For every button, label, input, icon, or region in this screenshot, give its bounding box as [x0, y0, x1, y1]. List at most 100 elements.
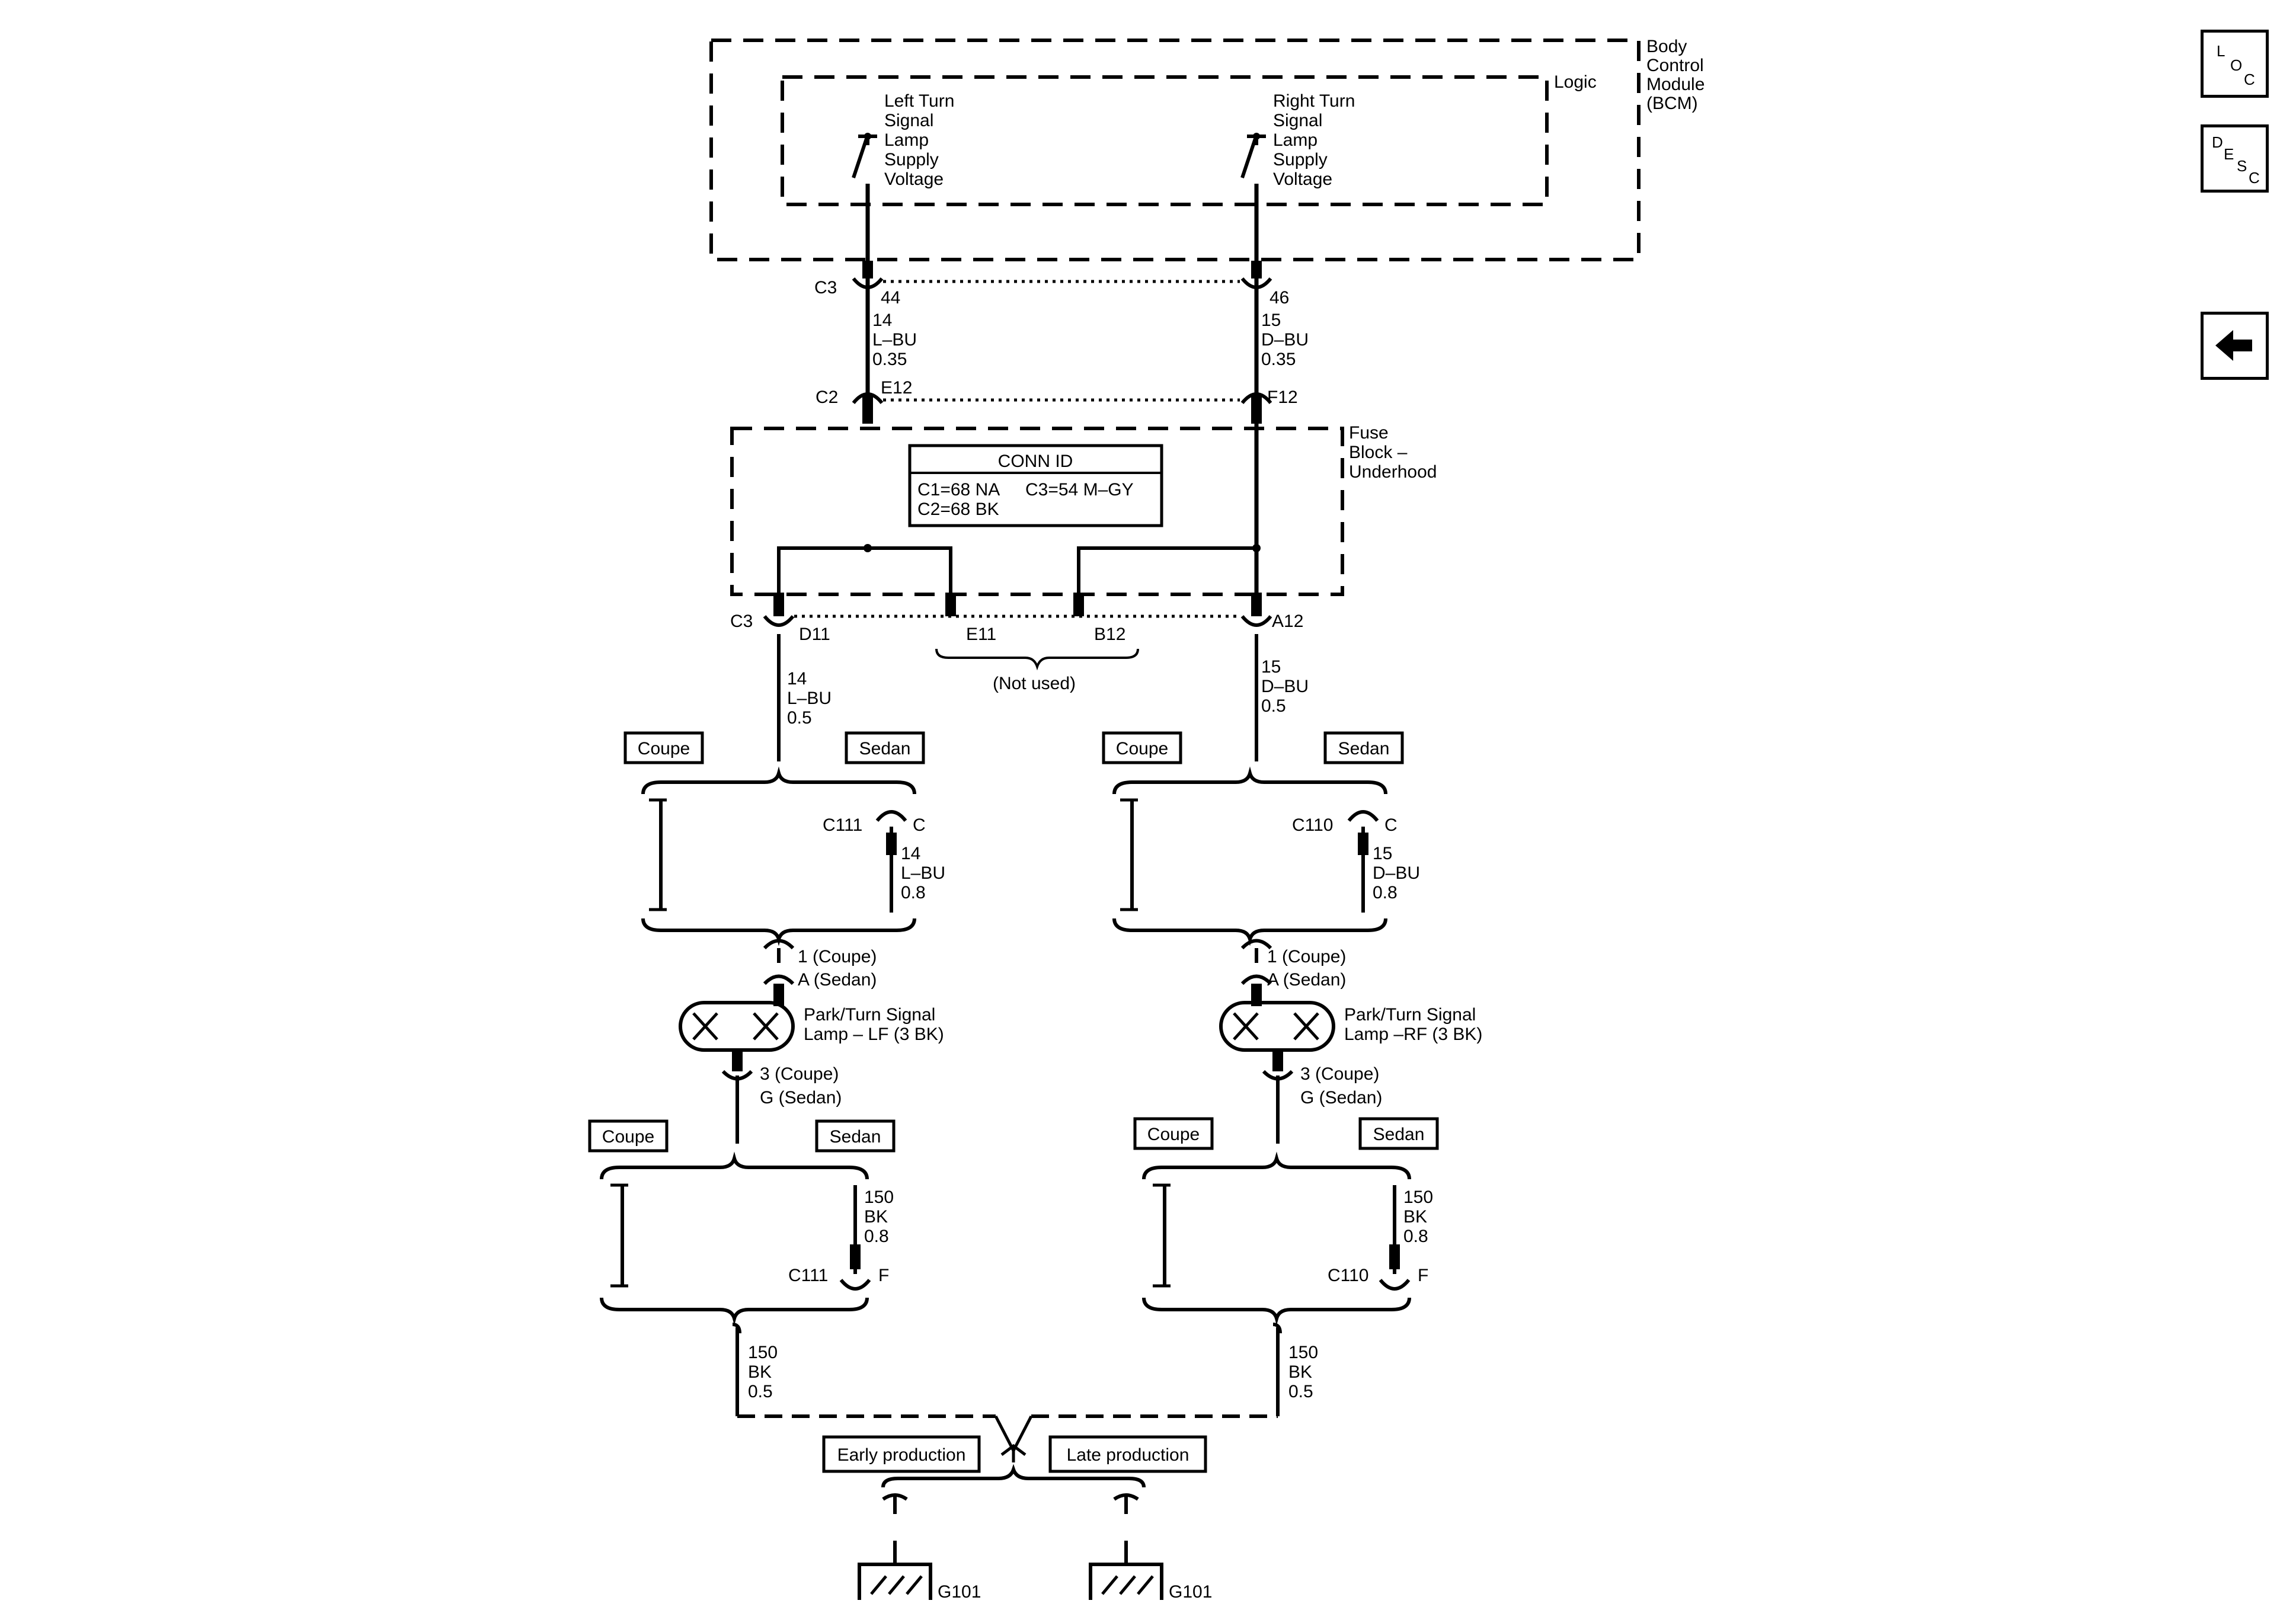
- left-switch-label-2: Signal: [884, 111, 933, 130]
- rf-ground-size: 0.8: [1403, 1227, 1428, 1246]
- rf-lamp-pin-top-1: 1 (Coupe): [1267, 947, 1346, 966]
- variant-sedan-rf-lower: Sedan: [1373, 1125, 1425, 1144]
- c2-label: C2: [816, 388, 838, 407]
- wire-left-mid-size: 0.5: [787, 708, 812, 728]
- rf-connector-bottom: C110: [1328, 1266, 1369, 1285]
- lf-lamp-pin-top-2: A (Sedan): [798, 970, 877, 990]
- ground-g101-right-icon: [1089, 1563, 1163, 1600]
- fuse-block-boundary: [730, 427, 1344, 596]
- lamp-rf-icon: [1219, 1001, 1335, 1052]
- desc-letter-e: E: [2224, 145, 2234, 163]
- conn-id-c2: C2=68 BK: [917, 500, 999, 519]
- lf-wire-size: 0.8: [901, 883, 926, 902]
- pin-d11: D11: [799, 625, 830, 644]
- wire-left-upper-color: L–BU: [872, 330, 917, 350]
- variant-coupe-rf-upper: Coupe: [1116, 739, 1168, 758]
- variant-sedan-lf-upper: Sedan: [859, 739, 911, 758]
- lf-connector-top: C111: [823, 815, 862, 835]
- lf-pin-c: C: [913, 815, 926, 835]
- ground-g101-left-icon: [858, 1563, 932, 1600]
- pin-46: 46: [1269, 288, 1289, 308]
- right-switch-icon: [1240, 135, 1266, 178]
- right-switch-label-3: Lamp: [1273, 130, 1318, 150]
- lf-ground-size: 0.8: [864, 1227, 889, 1246]
- lf-ground-gauge: 150: [864, 1188, 894, 1207]
- variant-coupe-rf-lower: Coupe: [1147, 1125, 1200, 1144]
- lf-connector-bottom: C111: [788, 1266, 828, 1285]
- lf-wire-color: L–BU: [901, 863, 945, 883]
- left-switch-label-1: Left Turn: [884, 91, 954, 111]
- rf-wire-gauge: 15: [1373, 844, 1392, 863]
- wire-right-upper-color: D–BU: [1261, 330, 1309, 350]
- not-used-brace: [935, 648, 1139, 671]
- wire-right-mid-gauge: 15: [1261, 657, 1281, 677]
- lf-pin-f: F: [878, 1266, 889, 1285]
- rf-lamp-label-2: Lamp –RF (3 BK): [1344, 1025, 1482, 1044]
- lf-lower-gauge: 150: [748, 1343, 778, 1362]
- lf-lower-color: BK: [748, 1362, 772, 1382]
- rf-ground-color: BK: [1403, 1207, 1427, 1227]
- ground-right-label: G101: [1169, 1582, 1212, 1602]
- right-switch-label-5: Voltage: [1273, 169, 1332, 189]
- desc-button[interactable]: D E S C: [2201, 124, 2269, 193]
- pin-e12: E12: [881, 378, 912, 398]
- bcm-title-3: Module: [1646, 75, 1705, 94]
- desc-letter-d: D: [2212, 133, 2223, 151]
- wire-left-mid-color: L–BU: [787, 689, 832, 708]
- right-switch-label-2: Signal: [1273, 111, 1322, 130]
- lf-wire-gauge: 14: [901, 844, 920, 863]
- bcm-title-2: Control: [1646, 56, 1704, 75]
- pin-e11: E11: [966, 625, 996, 644]
- late-production-label: Late production: [1067, 1445, 1189, 1465]
- rf-lower-gauge: 150: [1288, 1343, 1318, 1362]
- conn-id-c3: C3=54 M–GY: [1025, 480, 1134, 500]
- rf-pin-f: F: [1418, 1266, 1428, 1285]
- lf-lamp-label-1: Park/Turn Signal: [804, 1005, 935, 1025]
- logic-label: Logic: [1554, 72, 1597, 92]
- lf-lower-size: 0.5: [748, 1382, 773, 1401]
- left-arrow-icon: [2215, 330, 2252, 361]
- right-switch-label-1: Right Turn: [1273, 91, 1355, 111]
- right-switch-label-4: Supply: [1273, 150, 1328, 169]
- desc-letter-s: S: [2237, 157, 2247, 175]
- wire-left-upper-gauge: 14: [872, 311, 892, 330]
- left-switch-icon: [852, 135, 877, 178]
- pin-44: 44: [881, 288, 900, 308]
- wire-left-upper-size: 0.35: [872, 350, 907, 369]
- wire-right-mid-color: D–BU: [1261, 677, 1309, 696]
- lf-ground-color: BK: [864, 1207, 888, 1227]
- variant-coupe-lf-upper: Coupe: [638, 739, 690, 758]
- wire-left-mid-gauge: 14: [787, 669, 807, 689]
- rf-lamp-pin-bottom-1: 3 (Coupe): [1300, 1064, 1379, 1084]
- bcm-title-4: (BCM): [1646, 94, 1698, 113]
- variant-sedan-rf-upper: Sedan: [1338, 739, 1390, 758]
- left-switch-label-5: Voltage: [884, 169, 944, 189]
- bcm-boundary: [709, 39, 1641, 261]
- rf-lamp-label-1: Park/Turn Signal: [1344, 1005, 1476, 1025]
- variant-sedan-lf-lower: Sedan: [830, 1127, 881, 1147]
- rf-ground-gauge: 150: [1403, 1188, 1433, 1207]
- rf-lower-color: BK: [1288, 1362, 1312, 1382]
- c3-upper-label: C3: [814, 278, 837, 297]
- lamp-lf-icon: [679, 1001, 795, 1052]
- not-used-label: (Not used): [993, 674, 1076, 693]
- loc-letter-c: C: [2244, 71, 2255, 88]
- c3-lower-label: C3: [730, 612, 753, 631]
- conn-id-box: [908, 444, 1163, 527]
- early-production-label: Early production: [837, 1445, 966, 1465]
- variant-coupe-lf-lower: Coupe: [602, 1127, 654, 1147]
- loc-letter-o: O: [2230, 56, 2242, 74]
- pin-f12: F12: [1267, 388, 1298, 407]
- back-button[interactable]: [2201, 312, 2269, 380]
- pin-b12: B12: [1094, 625, 1125, 644]
- desc-letter-c: C: [2249, 169, 2260, 187]
- lf-lamp-pin-bottom-1: 3 (Coupe): [760, 1064, 839, 1084]
- fuse-block-title-3: Underhood: [1349, 462, 1437, 482]
- loc-button[interactable]: L O C: [2201, 30, 2269, 98]
- lf-lamp-pin-bottom-2: G (Sedan): [760, 1088, 842, 1108]
- lf-lamp-pin-top-1: 1 (Coupe): [798, 947, 877, 966]
- rf-lamp-pin-bottom-2: G (Sedan): [1300, 1088, 1382, 1108]
- fuse-block-title-2: Block –: [1349, 443, 1408, 462]
- wire-right-upper-size: 0.35: [1261, 350, 1296, 369]
